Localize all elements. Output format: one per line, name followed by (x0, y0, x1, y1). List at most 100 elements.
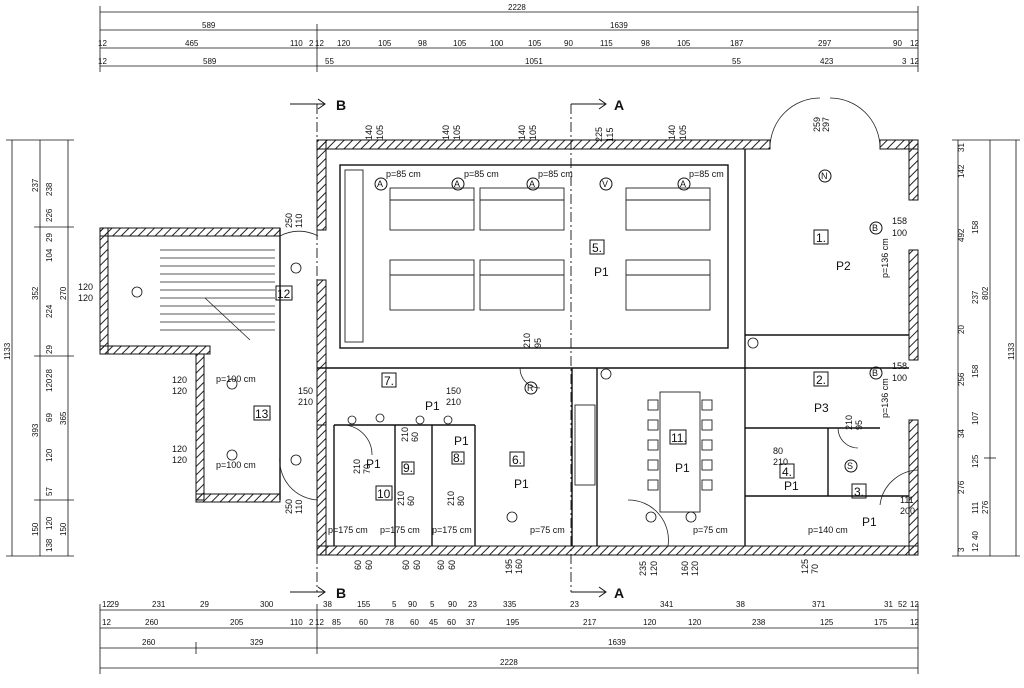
opening-dim: 158 (892, 216, 907, 226)
bottom-dim-row4: 2228 (500, 658, 518, 667)
room-number: 6. (512, 453, 522, 467)
dim-text: 238 (752, 618, 766, 627)
room-number: 5. (592, 241, 602, 255)
opening-dim: 140 (364, 125, 374, 140)
opening-dim: 160 (514, 559, 524, 574)
dim-text: 589 (203, 57, 217, 66)
dim-text: 260 (142, 638, 156, 647)
section-label-b-top: B (336, 97, 346, 113)
room-code: P1 (675, 461, 690, 475)
dim-text: 55 (325, 57, 334, 66)
dim-text: 12 (910, 618, 919, 627)
opening-dim: 120 (172, 455, 187, 465)
dim-text: 138 (45, 538, 54, 552)
dim-text: 12 (315, 39, 324, 48)
dim-text: 12 (910, 600, 919, 609)
right-dim-texts: 1133 802 276 31 142 492 158 237 20 256 1… (957, 143, 1016, 552)
sill-label: p=175 cm (380, 525, 420, 535)
dim-text: 492 (957, 228, 966, 242)
dim-text: 120 (45, 448, 54, 462)
opening-dim: 60 (410, 432, 420, 442)
opening-dim: 60 (447, 560, 457, 570)
opening-dim: 210 (844, 415, 854, 430)
room-code: P1 (366, 457, 381, 471)
sill-label: p=175 cm (328, 525, 368, 535)
opening-dim: 95 (854, 420, 864, 430)
opening-dim: 250 (284, 499, 294, 514)
dim-text: 276 (957, 480, 966, 494)
dim-text: 237 (971, 290, 980, 304)
room-code: P2 (836, 259, 851, 273)
opening-dim: 297 (821, 117, 831, 132)
right-dimension-lines (952, 139, 1020, 557)
opening-dim: 60 (364, 560, 374, 570)
sill-label: p=136 cm (880, 378, 890, 418)
dim-text: 110 (290, 618, 303, 627)
opening-dim: 105 (528, 125, 538, 140)
opening-dim: 195 (504, 559, 514, 574)
top-dimension-lines (99, 6, 919, 72)
dim-text: 40 (971, 531, 980, 540)
opening-dim: 210 (400, 427, 410, 442)
dim-text: 105 (453, 39, 467, 48)
dim-text: 98 (641, 39, 650, 48)
window-tag: A (454, 179, 460, 189)
opening-dim: 80 (456, 496, 466, 506)
dim-text: 120 (45, 378, 54, 392)
sill-label: p=136 cm (880, 238, 890, 278)
opening-dim: 105 (375, 125, 385, 140)
opening-dim: 70 (810, 564, 820, 574)
dim-text: 105 (677, 39, 691, 48)
exterior-walls (99, 139, 919, 556)
dim-text: 423 (820, 57, 834, 66)
dim-text: 23 (570, 600, 579, 609)
sill-label: p=85 cm (538, 169, 573, 179)
dim-text: 2228 (508, 3, 526, 12)
opening-dim: 111 (900, 495, 914, 505)
bottom-dim-row3: 260 329 1639 (142, 638, 626, 647)
opening-dim: 235 (638, 561, 648, 576)
top-dim-row2: 589 1639 (202, 21, 628, 30)
window-tag: S (847, 461, 853, 471)
dim-text: 85 (332, 618, 341, 627)
opening-dim: 210 (352, 459, 362, 474)
opening-dim: 120 (690, 561, 700, 576)
dim-text: 205 (230, 618, 244, 627)
dim-text: 60 (359, 618, 368, 627)
sill-label: p=140 cm (808, 525, 848, 535)
bottom-dimension-lines (99, 604, 919, 674)
dim-text: 1639 (608, 638, 626, 647)
top-dim-row4: 12 589 55 1051 55 423 3 12 (98, 57, 919, 66)
top-dim-row1: 2228 (508, 3, 526, 12)
room-number: 12. (277, 287, 294, 301)
dim-text: 90 (893, 39, 902, 48)
sill-label: p=175 cm (432, 525, 472, 535)
dim-text: 52 (898, 600, 907, 609)
dim-text: 256 (957, 372, 966, 386)
bottom-dim-row1: 12 29 231 29 300 38 155 5 90 5 90 23 335… (102, 600, 919, 609)
door-swings (279, 97, 919, 547)
opening-dim: 60 (353, 560, 363, 570)
opening-dim: 100 (892, 373, 907, 383)
dim-text: 158 (971, 364, 980, 378)
dim-text: 69 (45, 413, 54, 422)
dim-text: 120 (337, 39, 351, 48)
sill-label: p=85 cm (464, 169, 499, 179)
opening-dim: 60 (436, 560, 446, 570)
dim-text: 125 (971, 454, 980, 468)
dim-text: 110 (290, 39, 303, 48)
dim-text: 341 (660, 600, 674, 609)
opening-dim: 110 (294, 500, 304, 514)
room-number: 13. (255, 407, 272, 421)
dim-text: 5 (430, 600, 435, 609)
dim-text: 195 (506, 618, 520, 627)
bottom-dim-row2: 12 260 205 110 2 12 85 60 78 60 45 60 37… (102, 618, 919, 627)
dim-text: 260 (145, 618, 159, 627)
interior-walls (279, 149, 909, 546)
dim-text: 329 (250, 638, 264, 647)
sill-label: p=85 cm (386, 169, 421, 179)
room-labels: 1. P2 2. P3 3. P1 4. P1 5. P1 6. P1 7. P… (253, 229, 877, 529)
dim-text: 155 (357, 600, 371, 609)
opening-dim: 120 (172, 444, 187, 454)
